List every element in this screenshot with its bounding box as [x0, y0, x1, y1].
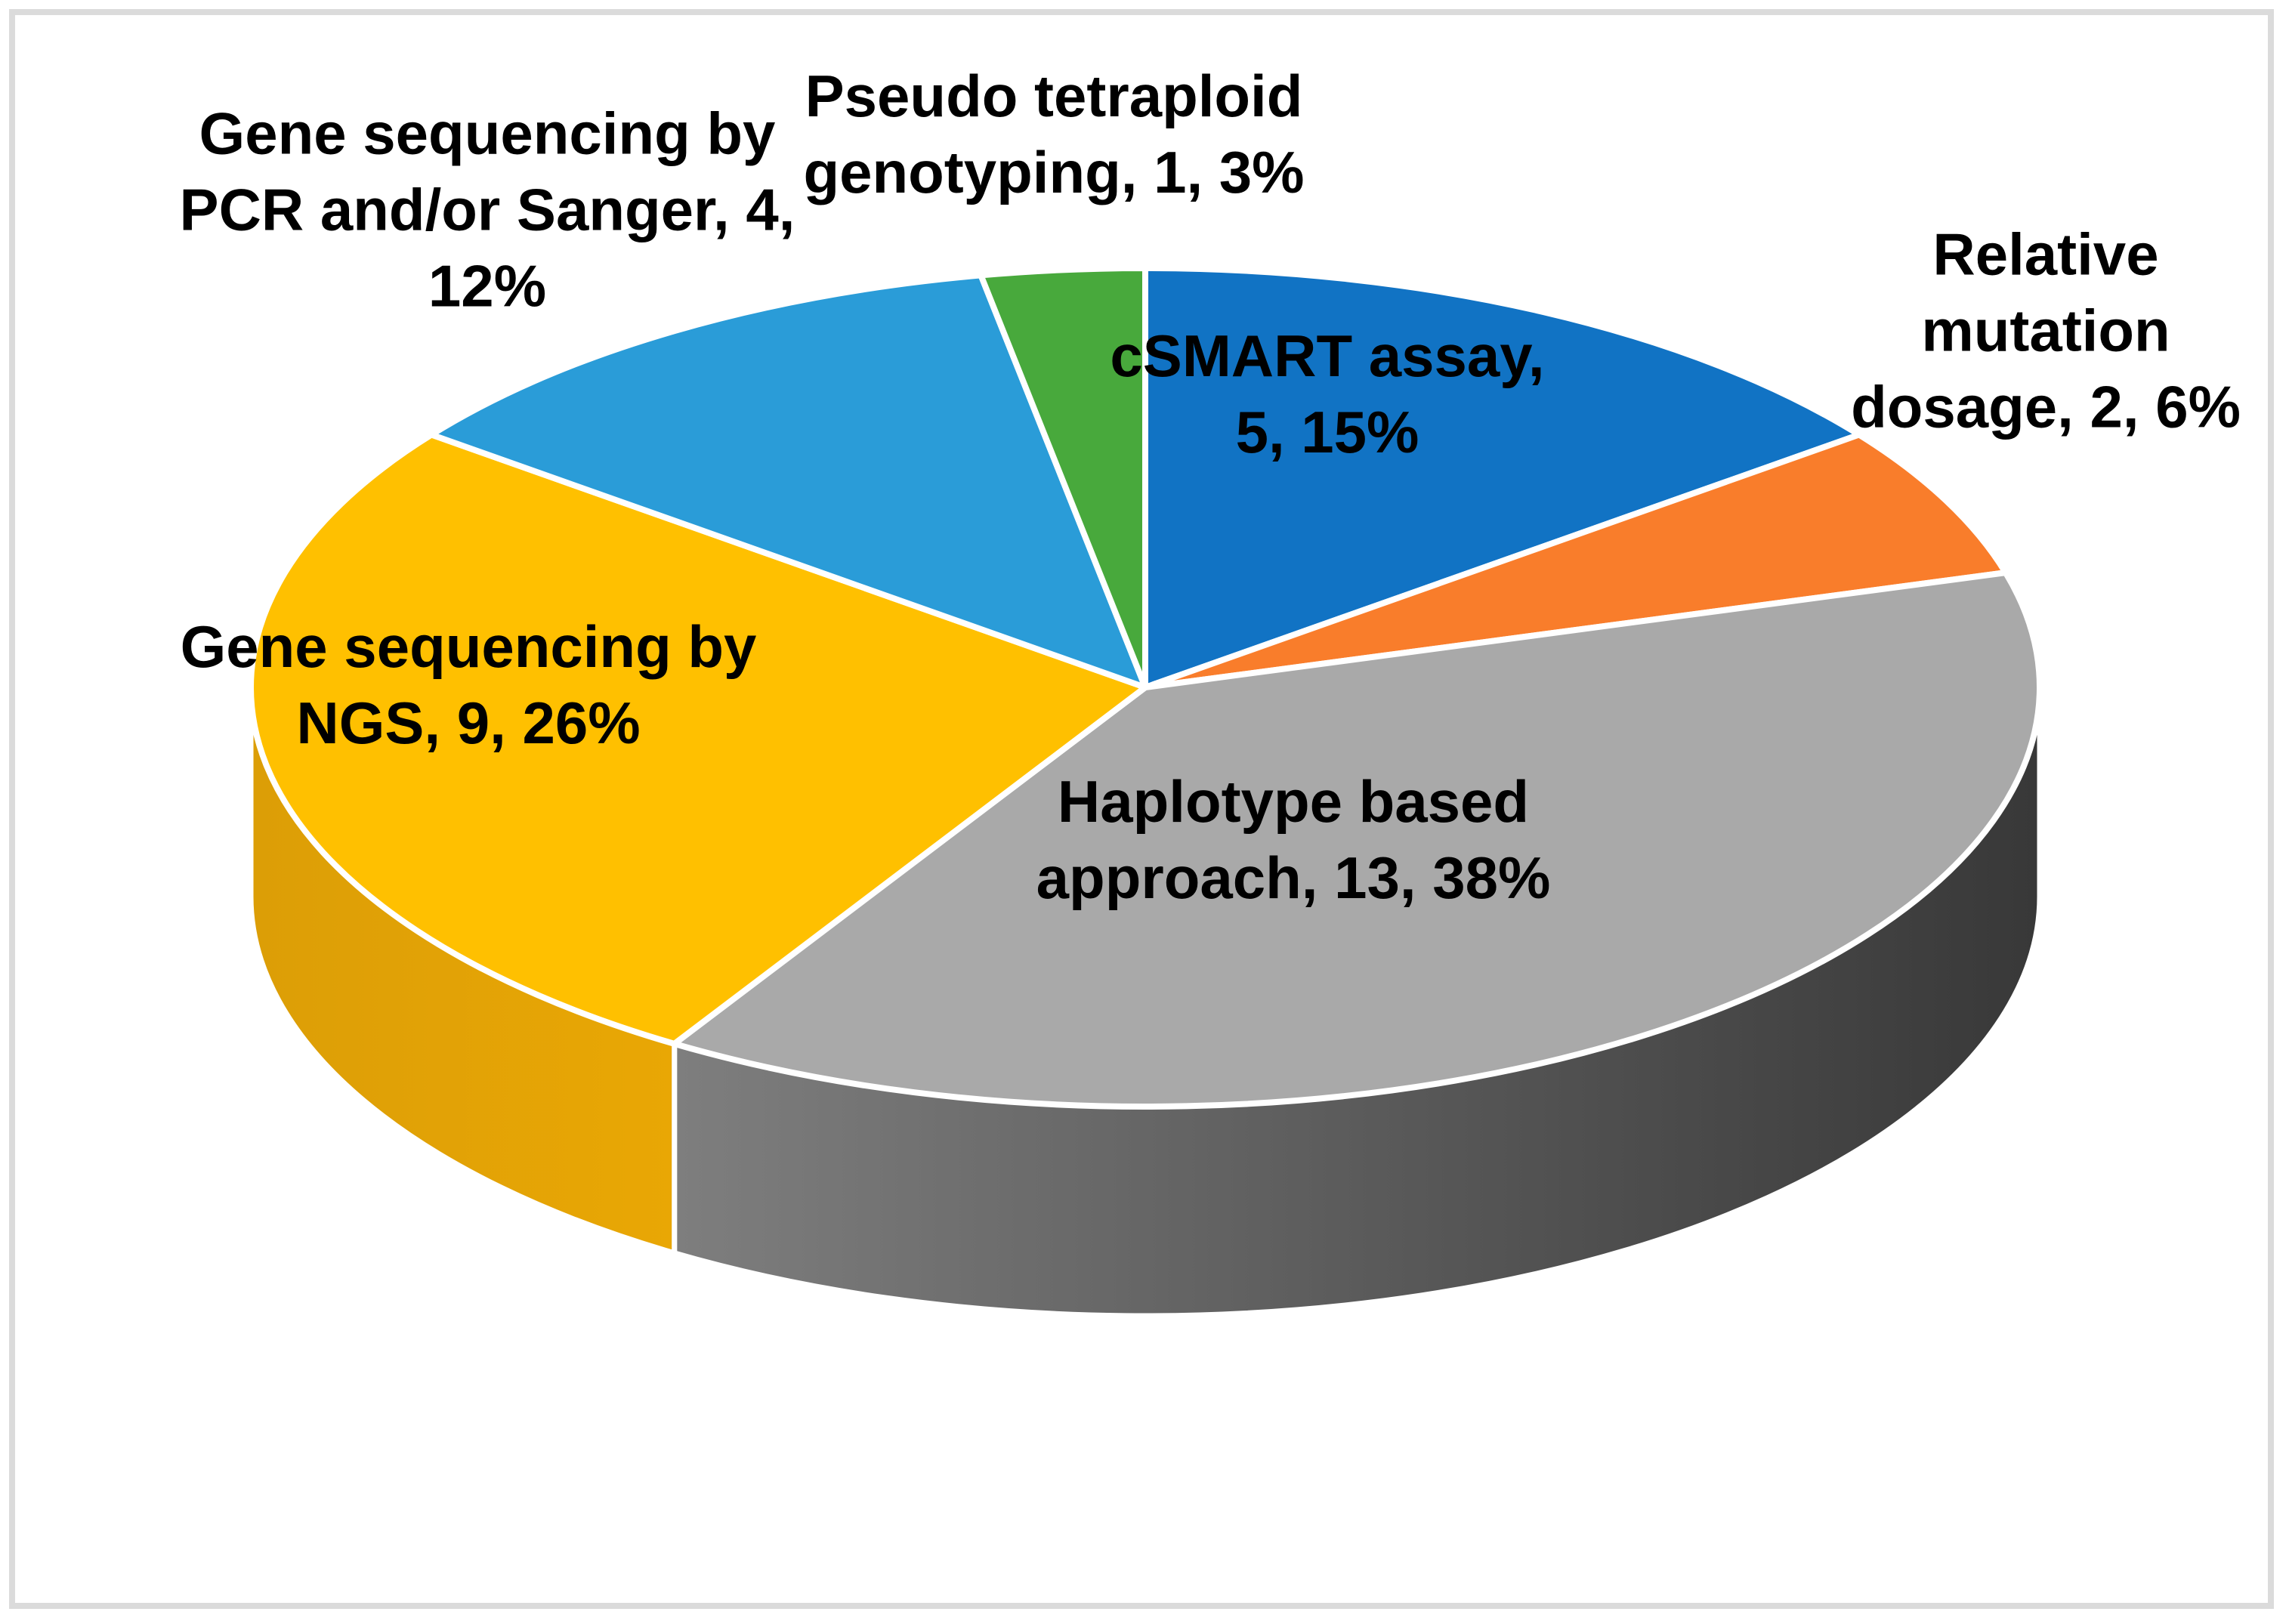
pie-slice-4: [428, 272, 1148, 690]
slice-label-gene-sequencing-ngs: Gene sequencing by NGS, 9, 26%: [181, 609, 757, 761]
slice-label-line: mutation: [1921, 297, 2170, 364]
slice-label-line: Haplotype based: [1057, 768, 1530, 835]
pie-slice-3: [248, 431, 1148, 1047]
slice-label-gene-sequencing-pcr-sanger: Gene sequencing by PCR and/or Sanger, 4,…: [180, 96, 795, 325]
pie-slice-1: [1142, 431, 2009, 690]
slice-label-line: 12%: [428, 252, 547, 320]
slice-label-line: Gene sequencing by: [199, 100, 776, 167]
slice-label-line: 5, 15%: [1235, 399, 1419, 465]
pie-slice-0: [1142, 265, 1862, 690]
slice-label-haplotype-based-approach: Haplotype based approach, 13, 38%: [1036, 764, 1551, 916]
slice-label-line: cSMART assay,: [1110, 323, 1545, 389]
pie-slice-5: [978, 265, 1148, 690]
slice-label-line: NGS, 9, 26%: [296, 690, 641, 756]
slice-label-line: approach, 13, 38%: [1036, 844, 1551, 911]
slice-label-line: Gene sequencing by: [180, 613, 757, 680]
slice-label-line: dosage, 2, 6%: [1851, 373, 2241, 440]
slice-label-line: PCR and/or Sanger, 4,: [179, 176, 795, 243]
slice-label-relative-mutation-dosage: Relative mutation dosage, 2, 6%: [1851, 217, 2241, 446]
pie-top-faces: [248, 265, 2043, 1110]
slice-label-line: Pseudo tetraploid: [805, 63, 1303, 129]
pie-slice-2: [671, 570, 2043, 1110]
slice-label-line: genotyping, 1, 3%: [803, 139, 1305, 205]
slice-label-csmart-assay: cSMART assay, 5, 15%: [1110, 318, 1544, 471]
slice-label-pseudo-tetraploid-genotyping: Pseudo tetraploid genotyping, 1, 3%: [803, 58, 1304, 211]
slice-label-line: Relative: [1932, 221, 2159, 288]
